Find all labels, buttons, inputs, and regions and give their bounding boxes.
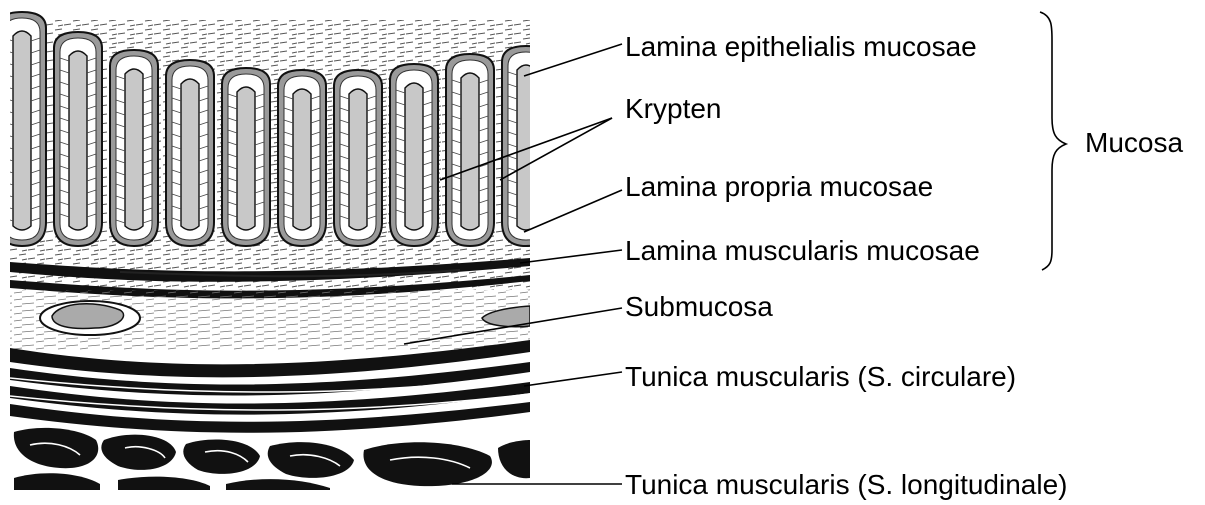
tissue-section — [0, 12, 550, 495]
label-lamina-propria: Lamina propria mucosae — [625, 171, 933, 202]
label-tunica-longitudinale: Tunica muscularis (S. longitudinale) — [625, 469, 1068, 500]
label-lamina-epithelialis: Lamina epithelialis mucosae — [625, 31, 977, 62]
label-submucosa: Submucosa — [625, 291, 773, 322]
crypt — [166, 60, 214, 246]
leader-muscularis-mucosae — [520, 250, 622, 263]
leader-epithelialis — [524, 44, 622, 76]
crypt — [446, 54, 494, 246]
label-lamina-muscularis: Lamina muscularis mucosae — [625, 235, 980, 266]
longitudinal-muscle-layer — [14, 428, 530, 495]
leader-circulare — [524, 372, 622, 386]
crypt — [54, 32, 102, 246]
label-krypten: Krypten — [625, 93, 722, 124]
crypt — [110, 50, 158, 246]
label-mucosa: Mucosa — [1085, 127, 1183, 158]
crypt — [390, 64, 438, 246]
circular-muscle-layer — [10, 340, 530, 433]
blood-vessel-left — [40, 301, 140, 335]
label-tunica-circulare: Tunica muscularis (S. circulare) — [625, 361, 1016, 392]
leader-propria — [524, 190, 622, 232]
crypt — [334, 70, 382, 246]
crypt — [0, 12, 46, 246]
crypt — [222, 68, 270, 246]
mucosa-brace — [1040, 12, 1066, 270]
crypt — [278, 70, 326, 246]
